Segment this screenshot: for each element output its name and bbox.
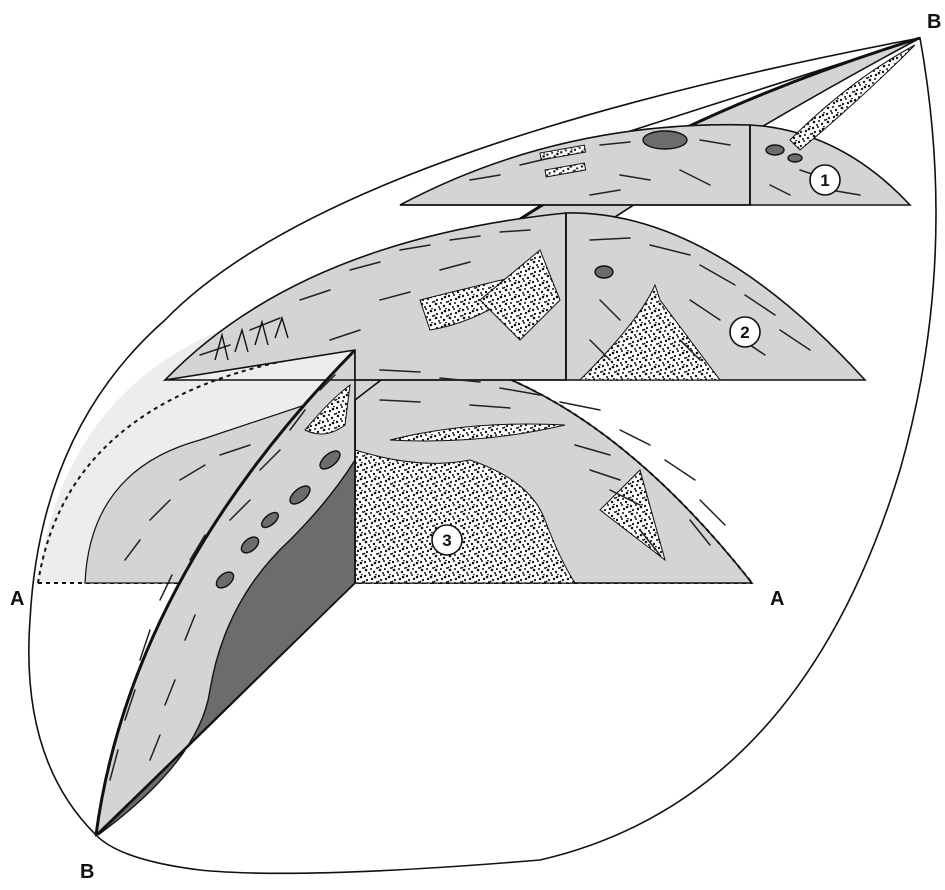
zone-3-number: 3	[442, 531, 451, 550]
zone-marker-3: 3	[432, 525, 462, 555]
section-2-dark-blob	[595, 266, 613, 278]
label-a-right: A	[770, 588, 784, 610]
label-a-left: A	[10, 588, 24, 610]
section-1-dark-blob-1	[766, 145, 784, 155]
zone-marker-1: 1	[810, 165, 840, 195]
top-belt-dark-blob	[643, 131, 687, 149]
label-b-top: B	[927, 11, 941, 33]
zone-marker-2: 2	[730, 317, 760, 347]
zone-1-number: 1	[820, 171, 829, 190]
section-1-dark-blob-2	[788, 154, 802, 162]
zone-2-number: 2	[740, 323, 749, 342]
label-b-bottom: B	[80, 861, 94, 883]
